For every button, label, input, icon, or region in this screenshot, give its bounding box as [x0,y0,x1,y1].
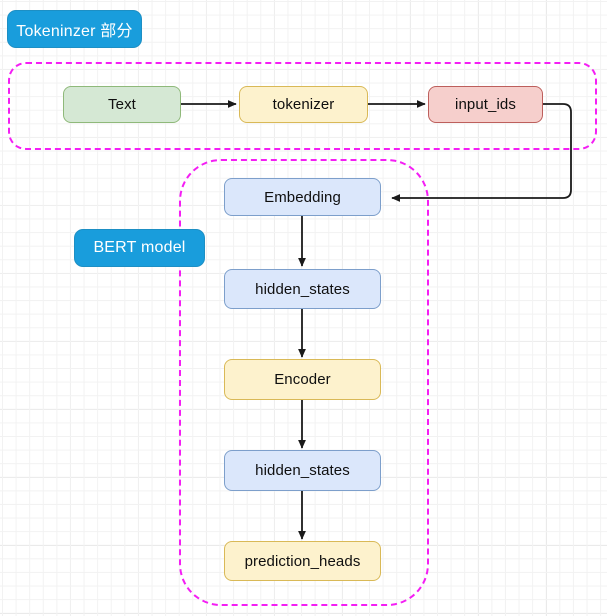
node-prediction-heads-label: prediction_heads [244,552,361,570]
tokenizer-section-tag[interactable]: Tokeninzer 部分 [7,10,142,48]
node-embedding[interactable]: Embedding [224,178,381,216]
tokenizer-section-tag-label: Tokeninzer 部分 [16,23,133,40]
node-hidden-states-1-label: hidden_states [255,280,350,298]
node-hidden-states-2[interactable]: hidden_states [224,450,381,491]
node-tokenizer[interactable]: tokenizer [239,86,368,123]
node-text-label: Text [108,96,136,113]
node-input-ids-label: input_ids [455,96,516,113]
node-embedding-label: Embedding [264,188,341,206]
node-tokenizer-label: tokenizer [272,96,335,113]
bert-model-tag-label: BERT model [93,239,186,256]
bert-model-boundary [179,159,429,606]
node-input-ids[interactable]: input_ids [428,86,543,123]
node-hidden-states-1[interactable]: hidden_states [224,269,381,309]
node-encoder[interactable]: Encoder [224,359,381,400]
tokenizer-section-boundary [8,62,597,150]
bert-model-tag[interactable]: BERT model [74,229,205,267]
node-text[interactable]: Text [63,86,181,123]
node-prediction-heads[interactable]: prediction_heads [224,541,381,581]
node-encoder-label: Encoder [274,371,331,388]
node-hidden-states-2-label: hidden_states [255,462,350,479]
